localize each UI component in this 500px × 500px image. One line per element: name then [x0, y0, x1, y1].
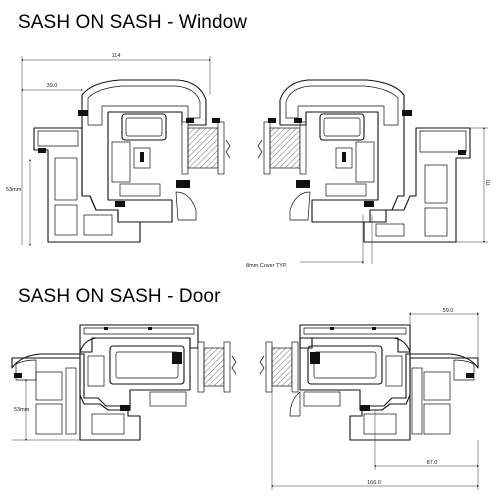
door-top-dim-label: 59.0	[443, 308, 454, 314]
door-sash-body	[79, 337, 191, 411]
glass-pane	[181, 121, 189, 175]
door-section-title: SASH ON SASH - Door	[18, 286, 221, 307]
door-sash-body	[299, 337, 411, 411]
door-right-profile	[259, 312, 479, 490]
door-glass-pane	[223, 341, 231, 393]
door-overall-dim-label: 166.0	[367, 480, 381, 486]
door-frame-body	[11, 353, 141, 441]
sash-profile	[279, 79, 405, 223]
window-left-profile	[21, 56, 231, 246]
glass-pane	[217, 121, 225, 175]
window-right-height-label: 70	[486, 180, 492, 186]
door-glazing-spacer	[271, 347, 293, 387]
steel-reinforcement	[121, 113, 167, 141]
cover-note-label: 8mm Cover TYP.	[246, 263, 288, 269]
glazing-spacer	[187, 127, 219, 169]
sash-profile	[81, 79, 207, 223]
door-frame-body	[349, 353, 479, 441]
door-glass-pane	[197, 341, 205, 393]
door-mid-dim-label: 87.0	[427, 460, 438, 466]
frame-body	[33, 127, 141, 243]
glazing-spacer	[269, 127, 301, 169]
door-steel-reinforcement	[109, 345, 185, 385]
door-left-profile	[11, 324, 237, 441]
door-glass-pane	[291, 341, 299, 393]
window-right-profile	[257, 79, 488, 264]
window-width-label: 114	[112, 53, 121, 59]
steel-reinforcement	[319, 113, 365, 141]
glass-pane	[299, 121, 307, 175]
door-left-height-label: 53mm	[14, 407, 30, 413]
glass-pane	[263, 121, 271, 175]
window-section-title: SASH ON SASH - Window	[18, 12, 248, 33]
window-offset-label: 39.0	[47, 83, 58, 89]
window-left-height-label: 53mm	[6, 187, 22, 193]
door-sash-top	[299, 324, 411, 353]
door-glazing-spacer	[203, 347, 225, 387]
door-glass-pane	[265, 341, 273, 393]
frame-body	[363, 127, 471, 243]
door-steel-reinforcement	[307, 345, 383, 385]
